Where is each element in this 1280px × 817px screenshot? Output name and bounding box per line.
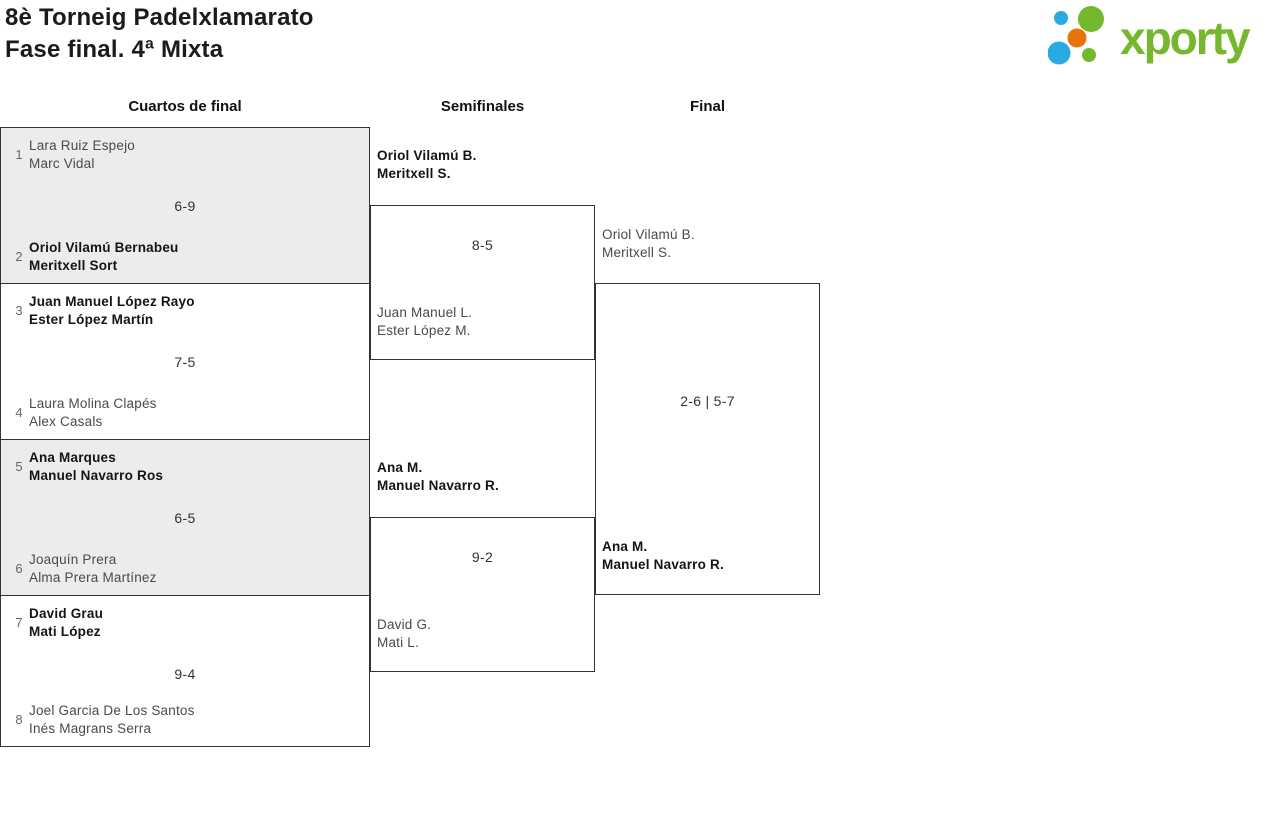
page-title: 8è Torneig Padelxlamarato Fase final. 4ª… <box>5 2 314 66</box>
xporty-dots-icon <box>1047 4 1116 77</box>
player-name: Ana M. <box>377 460 423 475</box>
seed-number: 5 <box>15 459 23 474</box>
player-name: Meritxell Sort <box>29 257 118 273</box>
team-names-winner: Ana Marques Manuel Navarro Ros <box>29 449 163 484</box>
sf1-team-top-winner: Oriol Vilamú B. Meritxell S. <box>377 147 477 182</box>
final-team-top: Oriol Vilamú B. Meritxell S. <box>602 226 695 261</box>
seed-number: 8 <box>15 712 23 727</box>
round-header-quarterfinals: Cuartos de final <box>128 98 242 115</box>
player-name: Meritxell S. <box>377 165 451 181</box>
player-name: Ana M. <box>602 539 648 554</box>
qf-match-1: 1 Lara Ruiz Espejo Marc Vidal 6-9 2 Orio… <box>0 127 370 284</box>
qf2-team-top: 3 Juan Manuel López Rayo Ester López Mar… <box>9 293 195 328</box>
player-name: Alma Prera Martínez <box>29 569 157 585</box>
qf3-team-bottom: 6 Joaquín Prera Alma Prera Martínez <box>9 551 157 586</box>
page-title-line1: 8è Torneig Padelxlamarato <box>5 4 314 31</box>
qf2-team-bottom: 4 Laura Molina Clapés Alex Casals <box>9 395 157 430</box>
qf3-team-top: 5 Ana Marques Manuel Navarro Ros <box>9 449 163 484</box>
qf-match-2: 3 Juan Manuel López Rayo Ester López Mar… <box>0 283 370 440</box>
sf2-team-top-winner: Ana M. Manuel Navarro R. <box>377 459 499 494</box>
player-name: Juan Manuel López Rayo <box>29 294 195 309</box>
round-header-semifinals: Semifinales <box>440 98 525 115</box>
team-names-winner: Oriol Vilamú Bernabeu Meritxell Sort <box>29 239 179 274</box>
qf-match-4: 7 David Grau Mati López 9-4 8 Joel Garci… <box>0 595 370 747</box>
player-name: Juan Manuel L. <box>377 305 473 320</box>
player-name: Ester López M. <box>377 322 471 338</box>
player-name: Inés Magrans Serra <box>29 720 152 736</box>
player-name: Mati L. <box>377 634 419 650</box>
match-score: 6-5 <box>174 510 196 526</box>
round-header-final: Final <box>689 98 725 115</box>
player-name: Ana Marques <box>29 450 116 465</box>
sf-match-1-box <box>370 205 595 360</box>
final-match-box <box>595 283 820 595</box>
player-name: David G. <box>377 617 432 632</box>
final-team-bottom-winner: Ana M. Manuel Navarro R. <box>602 538 724 573</box>
qf4-team-top: 7 David Grau Mati López <box>9 605 103 640</box>
qf-match-3: 5 Ana Marques Manuel Navarro Ros 6-5 6 J… <box>0 439 370 596</box>
sf1-score: 8-5 <box>471 237 494 253</box>
player-name: Laura Molina Clapés <box>29 396 157 411</box>
player-name: Ester López Martín <box>29 311 154 327</box>
qf4-team-bottom: 8 Joel Garcia De Los Santos Inés Magrans… <box>9 702 195 737</box>
team-names: Lara Ruiz Espejo Marc Vidal <box>29 137 135 172</box>
seed-number: 7 <box>15 615 23 630</box>
sf1-team-bottom: Juan Manuel L. Ester López M. <box>377 304 472 339</box>
player-name: Manuel Navarro R. <box>377 477 499 493</box>
sf2-team-bottom: David G. Mati L. <box>377 616 431 651</box>
player-name: Alex Casals <box>29 413 103 429</box>
player-name: Oriol Vilamú B. <box>602 227 695 242</box>
player-name: Manuel Navarro R. <box>602 556 724 572</box>
player-name: Joel Garcia De Los Santos <box>29 703 195 718</box>
page-title-line2: Fase final. 4ª Mixta <box>5 36 224 63</box>
seed-number: 2 <box>15 249 23 264</box>
match-score: 6-9 <box>174 198 196 214</box>
team-names-winner: Juan Manuel López Rayo Ester López Martí… <box>29 293 195 328</box>
team-names: Laura Molina Clapés Alex Casals <box>29 395 157 430</box>
team-names-winner: David Grau Mati López <box>29 605 103 640</box>
sf2-score: 9-2 <box>471 549 494 565</box>
player-name: David Grau <box>29 606 104 621</box>
player-name: Marc Vidal <box>29 155 95 171</box>
xporty-logo-text: xporty <box>1120 12 1251 64</box>
player-name: Meritxell S. <box>602 244 672 260</box>
match-score: 7-5 <box>174 354 196 370</box>
team-names: Joaquín Prera Alma Prera Martínez <box>29 551 157 586</box>
player-name: Oriol Vilamú B. <box>377 148 477 163</box>
player-name: Manuel Navarro Ros <box>29 467 164 483</box>
xporty-logo[interactable]: xporty <box>1047 4 1276 77</box>
final-score: 2-6 | 5-7 <box>680 393 735 409</box>
player-name: Oriol Vilamú Bernabeu <box>29 240 179 255</box>
seed-number: 4 <box>15 405 23 420</box>
sf-match-2-box <box>370 517 595 672</box>
seed-number: 1 <box>15 147 23 162</box>
team-names: Joel Garcia De Los Santos Inés Magrans S… <box>29 702 195 737</box>
match-score: 9-4 <box>174 666 196 682</box>
player-name: Joaquín Prera <box>29 552 117 567</box>
player-name: Mati López <box>29 623 101 639</box>
qf1-team-top: 1 Lara Ruiz Espejo Marc Vidal <box>9 137 135 172</box>
player-name: Lara Ruiz Espejo <box>29 138 136 153</box>
qf1-team-bottom: 2 Oriol Vilamú Bernabeu Meritxell Sort <box>9 239 179 274</box>
seed-number: 3 <box>15 303 23 318</box>
seed-number: 6 <box>15 561 23 576</box>
